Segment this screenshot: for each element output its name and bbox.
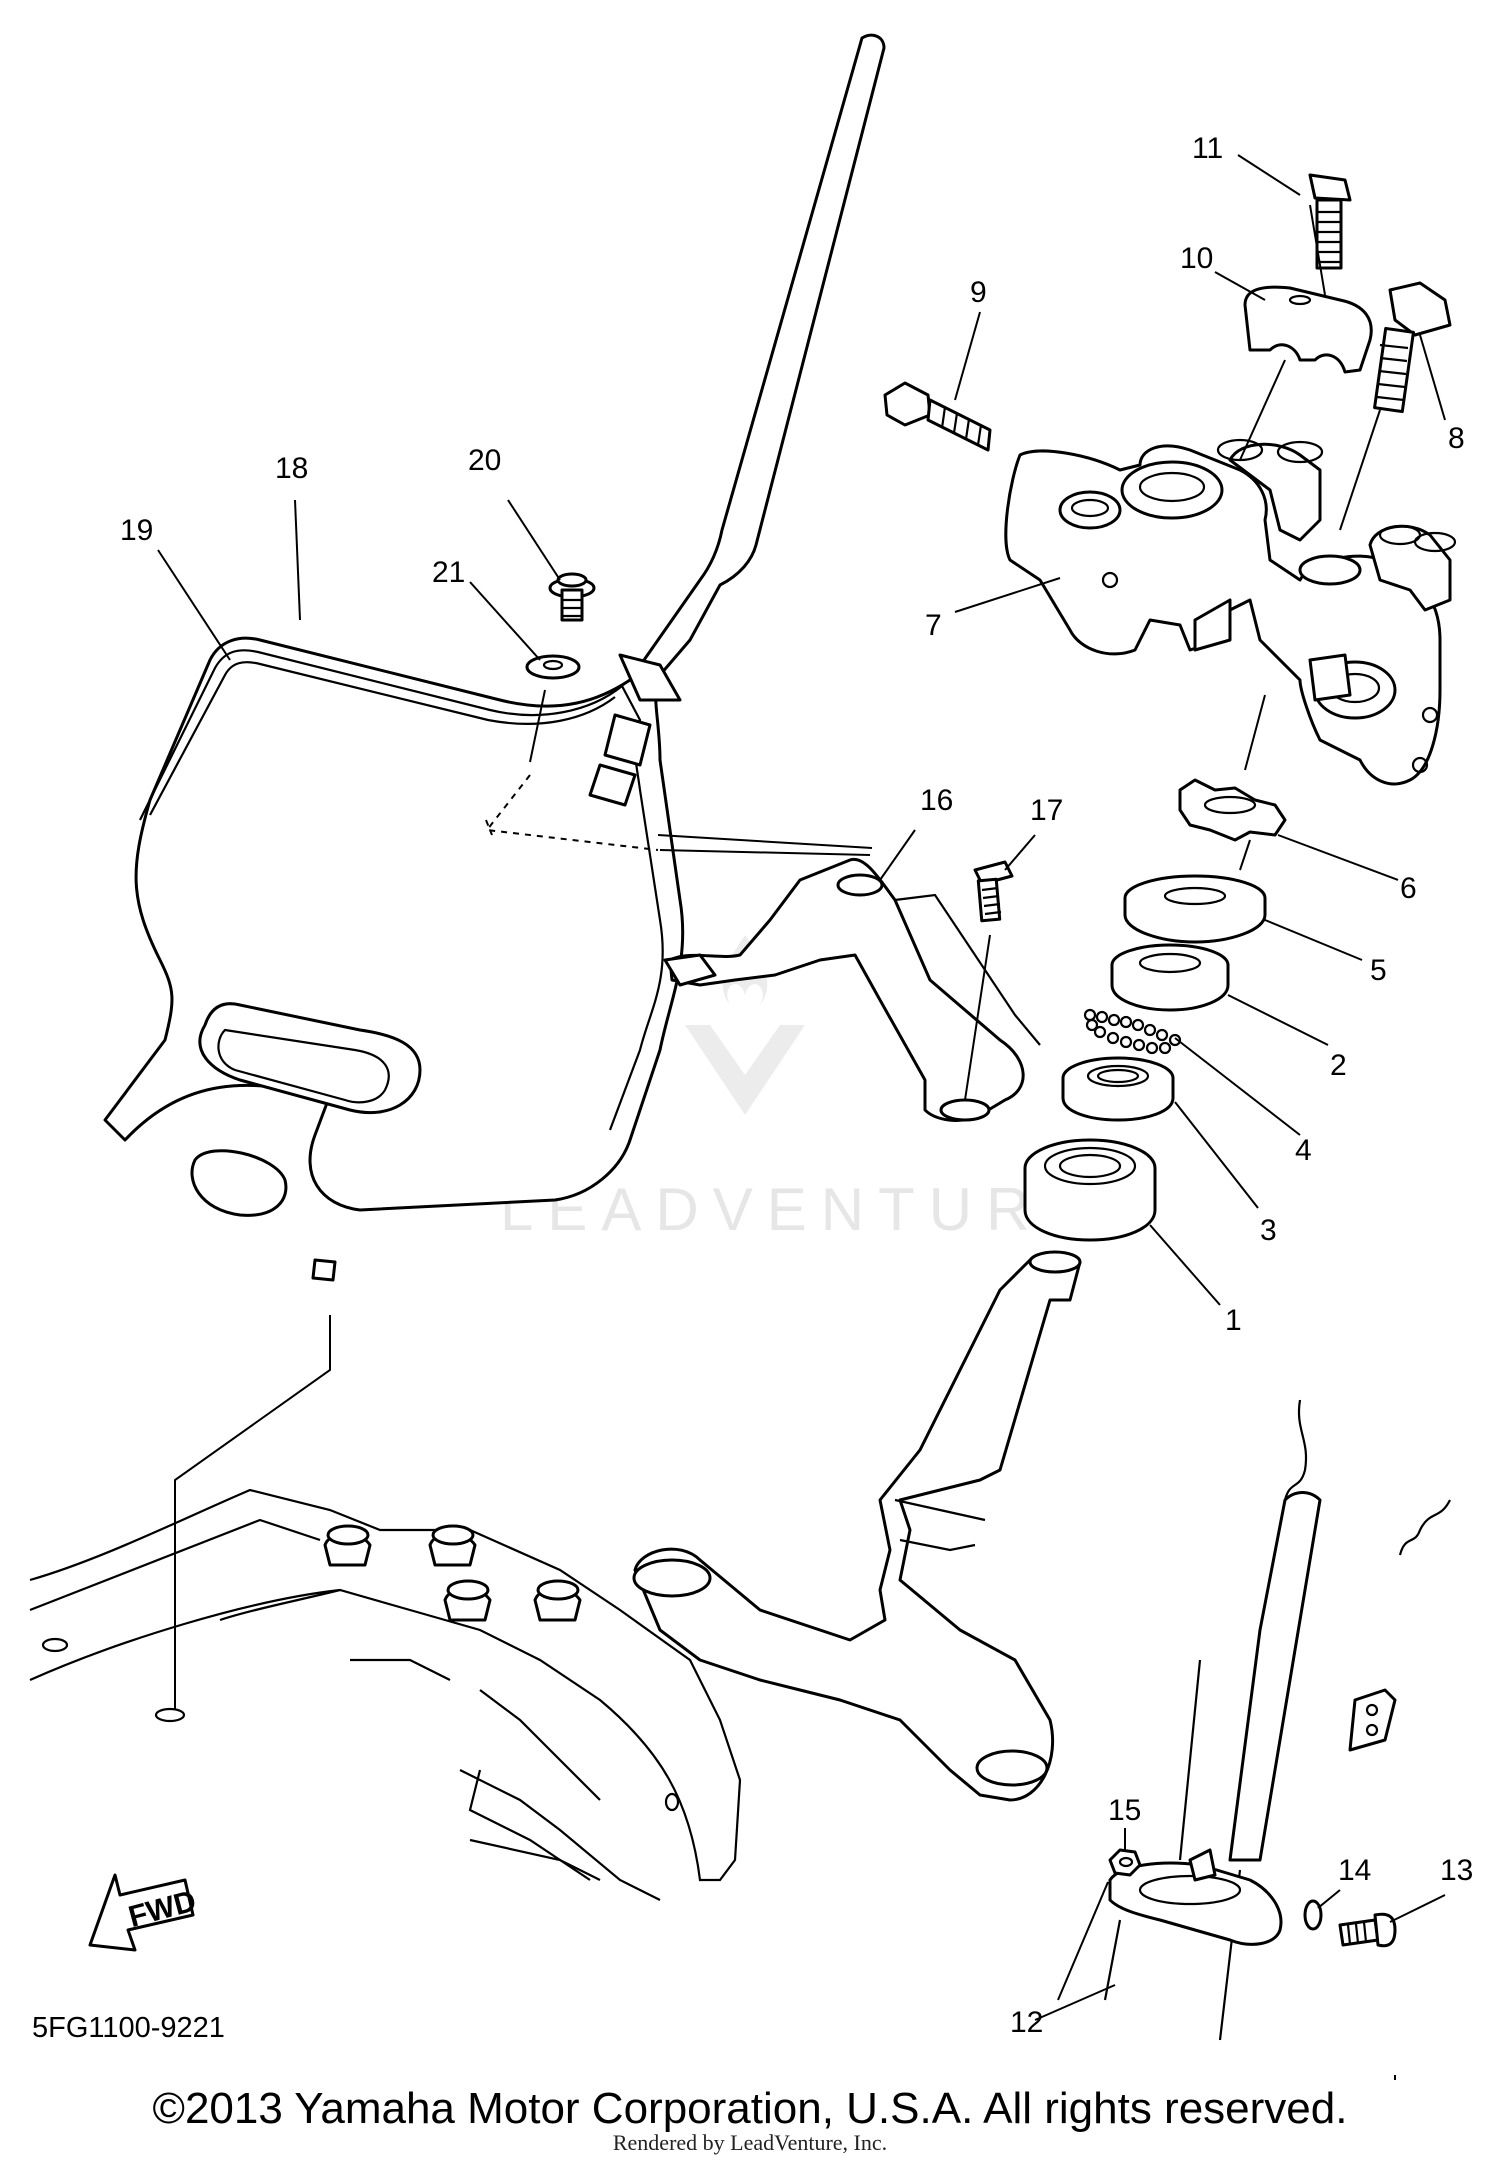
ring-nut-6 — [1178, 778, 1287, 842]
fwd-arrow-icon: FWD — [88, 1873, 200, 1952]
parts-diagram: FWD 1 2 3 4 5 6 7 8 9 10 11 12 13 14 15 … — [29, 33, 1473, 2080]
callout-6: 6 — [1400, 872, 1417, 905]
bolt-13 — [1338, 1912, 1397, 1948]
washer-21 — [525, 654, 581, 680]
bracket-16 — [663, 857, 1041, 1122]
callout-15: 15 — [1108, 1794, 1141, 1827]
callout-7: 7 — [925, 609, 942, 642]
callout-10: 10 — [1180, 242, 1213, 275]
front-fork — [1103, 1399, 1451, 2041]
bolt-8 — [1373, 281, 1452, 414]
callout-1: 1 — [1225, 1304, 1242, 1337]
callout-13: 13 — [1440, 1854, 1473, 1887]
leadventure-watermark: LEADVENTURE — [500, 935, 1097, 1244]
bolt-17 — [973, 860, 1014, 923]
callout-19: 19 — [120, 514, 153, 547]
callout-2: 2 — [1330, 1049, 1347, 1082]
callout-21: 21 — [432, 556, 465, 589]
ball-bearing-4 — [1083, 1008, 1182, 1055]
callout-20: 20 — [468, 444, 501, 477]
callout-5: 5 — [1370, 954, 1387, 987]
washer-5 — [1123, 874, 1267, 944]
bearing-race-2 — [1110, 943, 1230, 1012]
callout-9: 9 — [970, 276, 987, 309]
steering-stem — [632, 1250, 1082, 1802]
upper-bracket-7 — [1004, 438, 1457, 786]
washer-14 — [1303, 1899, 1323, 1931]
callout-14: 14 — [1338, 1854, 1371, 1887]
bearing-1 — [1023, 1138, 1157, 1242]
clamp-12 — [1108, 1848, 1283, 1946]
callout-4: 4 — [1295, 1134, 1312, 1167]
bolt-9 — [883, 381, 992, 452]
diagram-code: 5FG1100-9221 — [32, 2012, 225, 2044]
front-fender — [29, 1488, 742, 1901]
callout-18: 18 — [275, 452, 308, 485]
callout-3: 3 — [1260, 1214, 1277, 1247]
callout-8: 8 — [1448, 422, 1465, 455]
bolt-11 — [1308, 173, 1352, 270]
callout-17: 17 — [1030, 794, 1063, 827]
bearing-3 — [1061, 1056, 1175, 1122]
screw-20 — [548, 572, 596, 622]
callout-12: 12 — [1010, 2006, 1043, 2039]
holder-upper-10 — [1243, 285, 1373, 374]
rendered-by-note: Rendered by LeadVenture, Inc. — [612, 2130, 888, 2155]
callout-16: 16 — [920, 784, 953, 817]
number-plate-assembly — [103, 33, 886, 1282]
copyright-notice: ©2013 Yamaha Motor Corporation, U.S.A. A… — [152, 2084, 1348, 2133]
nut-15 — [1108, 1848, 1142, 1877]
callout-11: 11 — [1192, 132, 1223, 165]
